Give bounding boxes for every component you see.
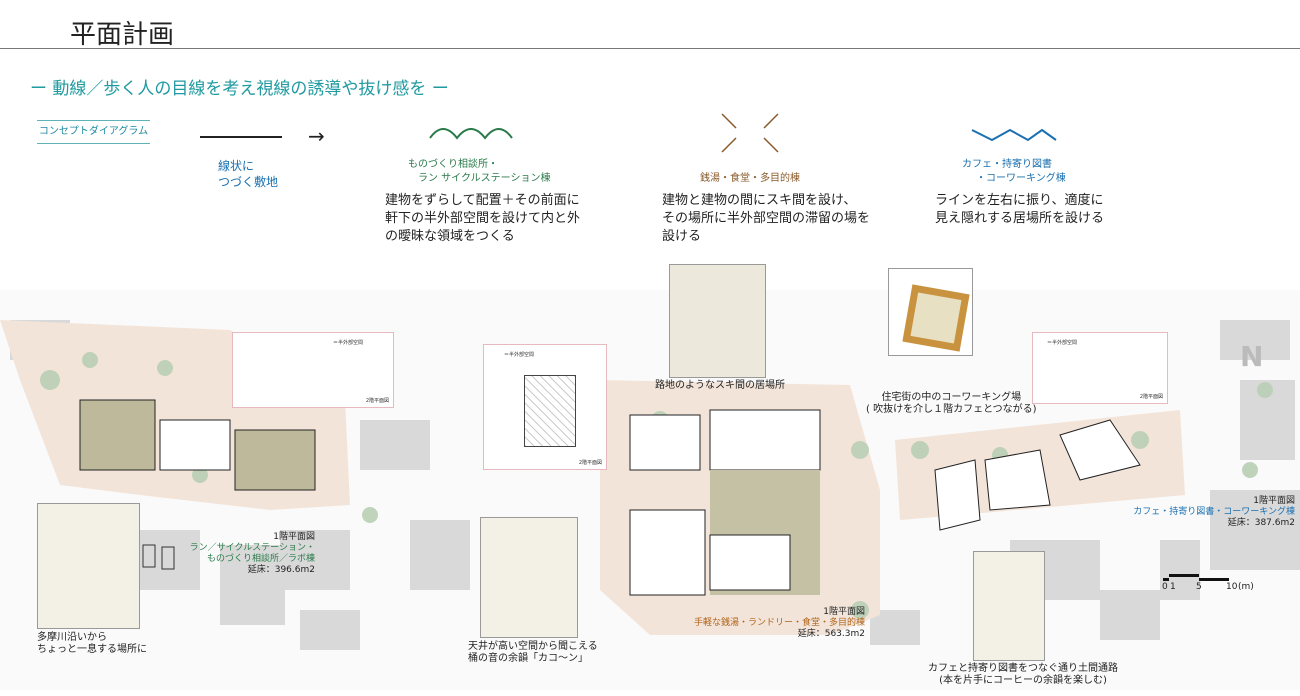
text-line: 見え隠れする居場所を設ける (935, 211, 1105, 226)
name-line1: カフェ・持寄り図書 (962, 159, 1052, 170)
scale-bar (1163, 574, 1258, 584)
scale-tick-5: 5 (1196, 582, 1202, 592)
perspective-earthen-passage (973, 551, 1045, 661)
perspective-river-rest (37, 503, 140, 629)
floor-area: 延床：563.3m2 (797, 629, 865, 639)
building-plans (79, 399, 1141, 596)
site-label-line1: 線状に (218, 159, 255, 173)
page-title: 平面計画 (70, 20, 175, 50)
scale-tick-1: 1 (1170, 582, 1176, 592)
text-line: 建物をずらして配置＋その前面に (385, 193, 580, 208)
concept-building-2-name: 銭湯・食堂・多目的棟 (700, 173, 800, 184)
caption-alley-gap: 路地のようなスキ間の居場所 (655, 380, 785, 391)
plan-label-bathhouse: 1階平面図 手軽な銭湯・ランドリー・食堂・多目的棟 延床：563.3m2 (660, 607, 865, 640)
straight-line-icon (200, 136, 282, 138)
caption-coworking: 住宅街の中のコーワーキング場 ( 吹抜けを介し１階カフェとつながる) (866, 392, 1037, 416)
caption-line: ( 吹抜けを介し１階カフェとつながる) (866, 404, 1037, 415)
floor-title: 1階平面図 (1253, 496, 1295, 506)
floor-title: 1階平面図 (273, 532, 315, 542)
name-line1: ものづくり相談所・ (408, 159, 498, 170)
name-line2: ラン サイクルステーション棟 (418, 173, 551, 184)
second-floor-plan-1: 2階平面図 ＝半外部空間 (232, 332, 394, 408)
name-line2: ・コーワーキング棟 (976, 173, 1066, 184)
scale-tick-0: 0 (1162, 582, 1168, 592)
caption-line: 住宅街の中のコーワーキング場 (881, 392, 1022, 403)
legend-label: ＝半外部空間 (332, 340, 363, 346)
caption-line: 桶の音の余韻「カコ〜ン」 (468, 653, 588, 664)
concept-diagram-label: コンセプトダイアグラム (37, 120, 150, 144)
gap-diagram-icon (721, 113, 779, 153)
arrow-right-icon: → (308, 124, 325, 148)
text-line: 軒下の半外部空間を設けて内と外 (385, 211, 581, 226)
wave-icon (429, 128, 513, 140)
text-line: 建物と建物の間にスキ間を設け、 (662, 193, 857, 208)
building-name: カフェ・持寄り図書・コーワーキング棟 (1133, 507, 1295, 517)
legend-label: ＝半外部空間 (504, 352, 535, 358)
caption-line: カフェと持寄り図書をつなぐ通り土間通路 (928, 663, 1118, 674)
caption-line: (本を片手にコーヒーの余韻を楽しむ) (939, 675, 1107, 686)
scale-tick-10: 10 (1226, 582, 1238, 592)
floor-area: 延床：387.6m2 (1227, 518, 1295, 528)
zigzag-icon (971, 128, 1057, 142)
concept-building-1-text: 建物をずらして配置＋その前面に 軒下の半外部空間を設けて内と外 の曖昧な領域をつ… (385, 192, 580, 246)
second-floor-plan-2: 2階平面図 ＝半外部空間 (483, 344, 607, 470)
subtitle: ー 動線／歩く人の目線を考え視線の誘導や抜け感を ー (30, 79, 449, 99)
building-name: ラン／サイクルステーション・ (189, 543, 315, 553)
concept-building-3-text: ラインを左右に振り、適度に 見え隠れする居場所を設ける (935, 192, 1104, 228)
site-label-line2: つづく敷地 (218, 175, 279, 189)
perspective-high-ceiling (480, 517, 578, 638)
concept-building-1-name: ものづくり相談所・ ラン サイクルステーション棟 (408, 158, 550, 186)
floor-label: 2階平面図 (1139, 394, 1163, 400)
scale-unit: (m) (1238, 582, 1254, 592)
floor-label: 2階平面図 (365, 398, 389, 404)
plan-label-lab: 1階平面図 ラン／サイクルステーション・ ものづくり相談所／ラボ棟 延床：396… (180, 532, 315, 576)
text-line: その場所に半外部空間の滞留の場を (662, 211, 871, 226)
site-label: 線状に つづく敷地 (218, 158, 278, 190)
building-name: ものづくり相談所／ラボ棟 (206, 554, 315, 564)
caption-line: 天井が高い空間から聞こえる (468, 641, 598, 652)
floor-title: 1階平面図 (823, 607, 865, 617)
caption-river-rest: 多摩川沿いから ちょっと一息する場所に (37, 632, 147, 656)
text-line: 設ける (662, 229, 702, 244)
caption-high-ceiling: 天井が高い空間から聞こえる 桶の音の余韻「カコ〜ン」 (468, 641, 598, 665)
concept-building-2-text: 建物と建物の間にスキ間を設け、 その場所に半外部空間の滞留の場を 設ける (662, 192, 870, 246)
perspective-coworking (888, 268, 973, 356)
plan-label-cafe: 1階平面図 カフェ・持寄り図書・コーワーキング棟 延床：387.6m2 (1090, 496, 1295, 529)
perspective-alley-gap (669, 264, 766, 378)
caption-earthen-passage: カフェと持寄り図書をつなぐ通り土間通路 (本を片手にコーヒーの余韻を楽しむ) (928, 663, 1118, 687)
text-line: の曖昧な領域をつくる (385, 229, 515, 244)
floor-area: 延床：396.6m2 (247, 565, 315, 575)
caption-line: ちょっと一息する場所に (37, 644, 147, 655)
building-name: 手軽な銭湯・ランドリー・食堂・多目的棟 (693, 618, 865, 628)
parked-cars (142, 544, 175, 570)
text-line: ラインを左右に振り、適度に (935, 193, 1104, 208)
second-floor-plan-3: 2階平面図 ＝半外部空間 (1032, 332, 1168, 404)
floor-label: 2階平面図 (578, 460, 602, 466)
legend-label: ＝半外部空間 (1047, 340, 1078, 346)
title-divider (0, 48, 1300, 49)
north-arrow-icon: N (1240, 340, 1264, 373)
concept-building-3-name: カフェ・持寄り図書 ・コーワーキング棟 (962, 158, 1066, 186)
caption-line: 多摩川沿いから (37, 632, 107, 643)
